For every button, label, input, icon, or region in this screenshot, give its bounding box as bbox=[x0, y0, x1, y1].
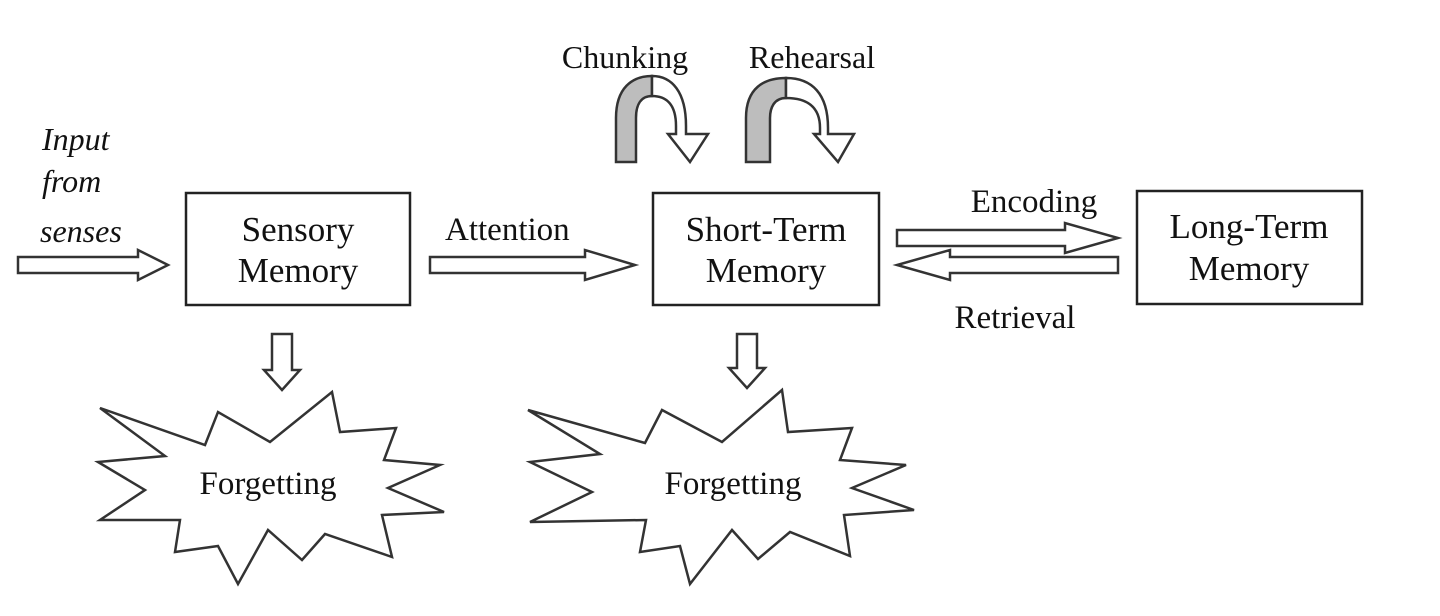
rehearsal-loop-arrow bbox=[744, 76, 857, 165]
sensory-forgetting-burst: Forgetting bbox=[94, 389, 445, 587]
input-label-line-1: Input bbox=[41, 121, 111, 157]
encoding-arrow bbox=[895, 221, 1123, 255]
long-term-memory-line-1: Long-Term bbox=[1170, 207, 1329, 246]
input-label-line-2: from bbox=[42, 163, 101, 199]
sensory-memory-box: Sensory Memory bbox=[184, 191, 412, 307]
long-term-memory-box: Long-Term Memory bbox=[1135, 189, 1364, 306]
retrieval-label: Retrieval bbox=[955, 300, 1076, 336]
sensory-forgetting-label: Forgetting bbox=[200, 466, 337, 502]
attention-label: Attention bbox=[445, 212, 570, 248]
chunking-loop-arrow bbox=[614, 74, 711, 165]
short-term-forgetting-arrow bbox=[726, 332, 768, 390]
short-term-memory-line-1: Short-Term bbox=[686, 210, 847, 249]
encoding-label: Encoding bbox=[971, 184, 1097, 220]
sensory-memory-line-1: Sensory bbox=[242, 210, 355, 249]
long-term-memory-line-2: Memory bbox=[1189, 249, 1310, 288]
input-label: Input from senses bbox=[40, 121, 122, 249]
input-label-line-3: senses bbox=[40, 213, 122, 249]
short-term-memory-box: Short-Term Memory bbox=[651, 191, 881, 307]
input-arrow bbox=[16, 247, 171, 283]
rehearsal-label: Rehearsal bbox=[749, 39, 875, 75]
short-term-forgetting-label: Forgetting bbox=[665, 466, 802, 502]
sensory-memory-line-2: Memory bbox=[238, 251, 359, 290]
chunking-label: Chunking bbox=[562, 39, 688, 75]
sensory-forgetting-arrow bbox=[261, 332, 303, 392]
attention-arrow bbox=[428, 248, 640, 282]
short-term-memory-line-2: Memory bbox=[706, 251, 827, 290]
retrieval-arrow bbox=[892, 248, 1120, 282]
short-term-forgetting-burst: Forgetting bbox=[525, 387, 915, 587]
